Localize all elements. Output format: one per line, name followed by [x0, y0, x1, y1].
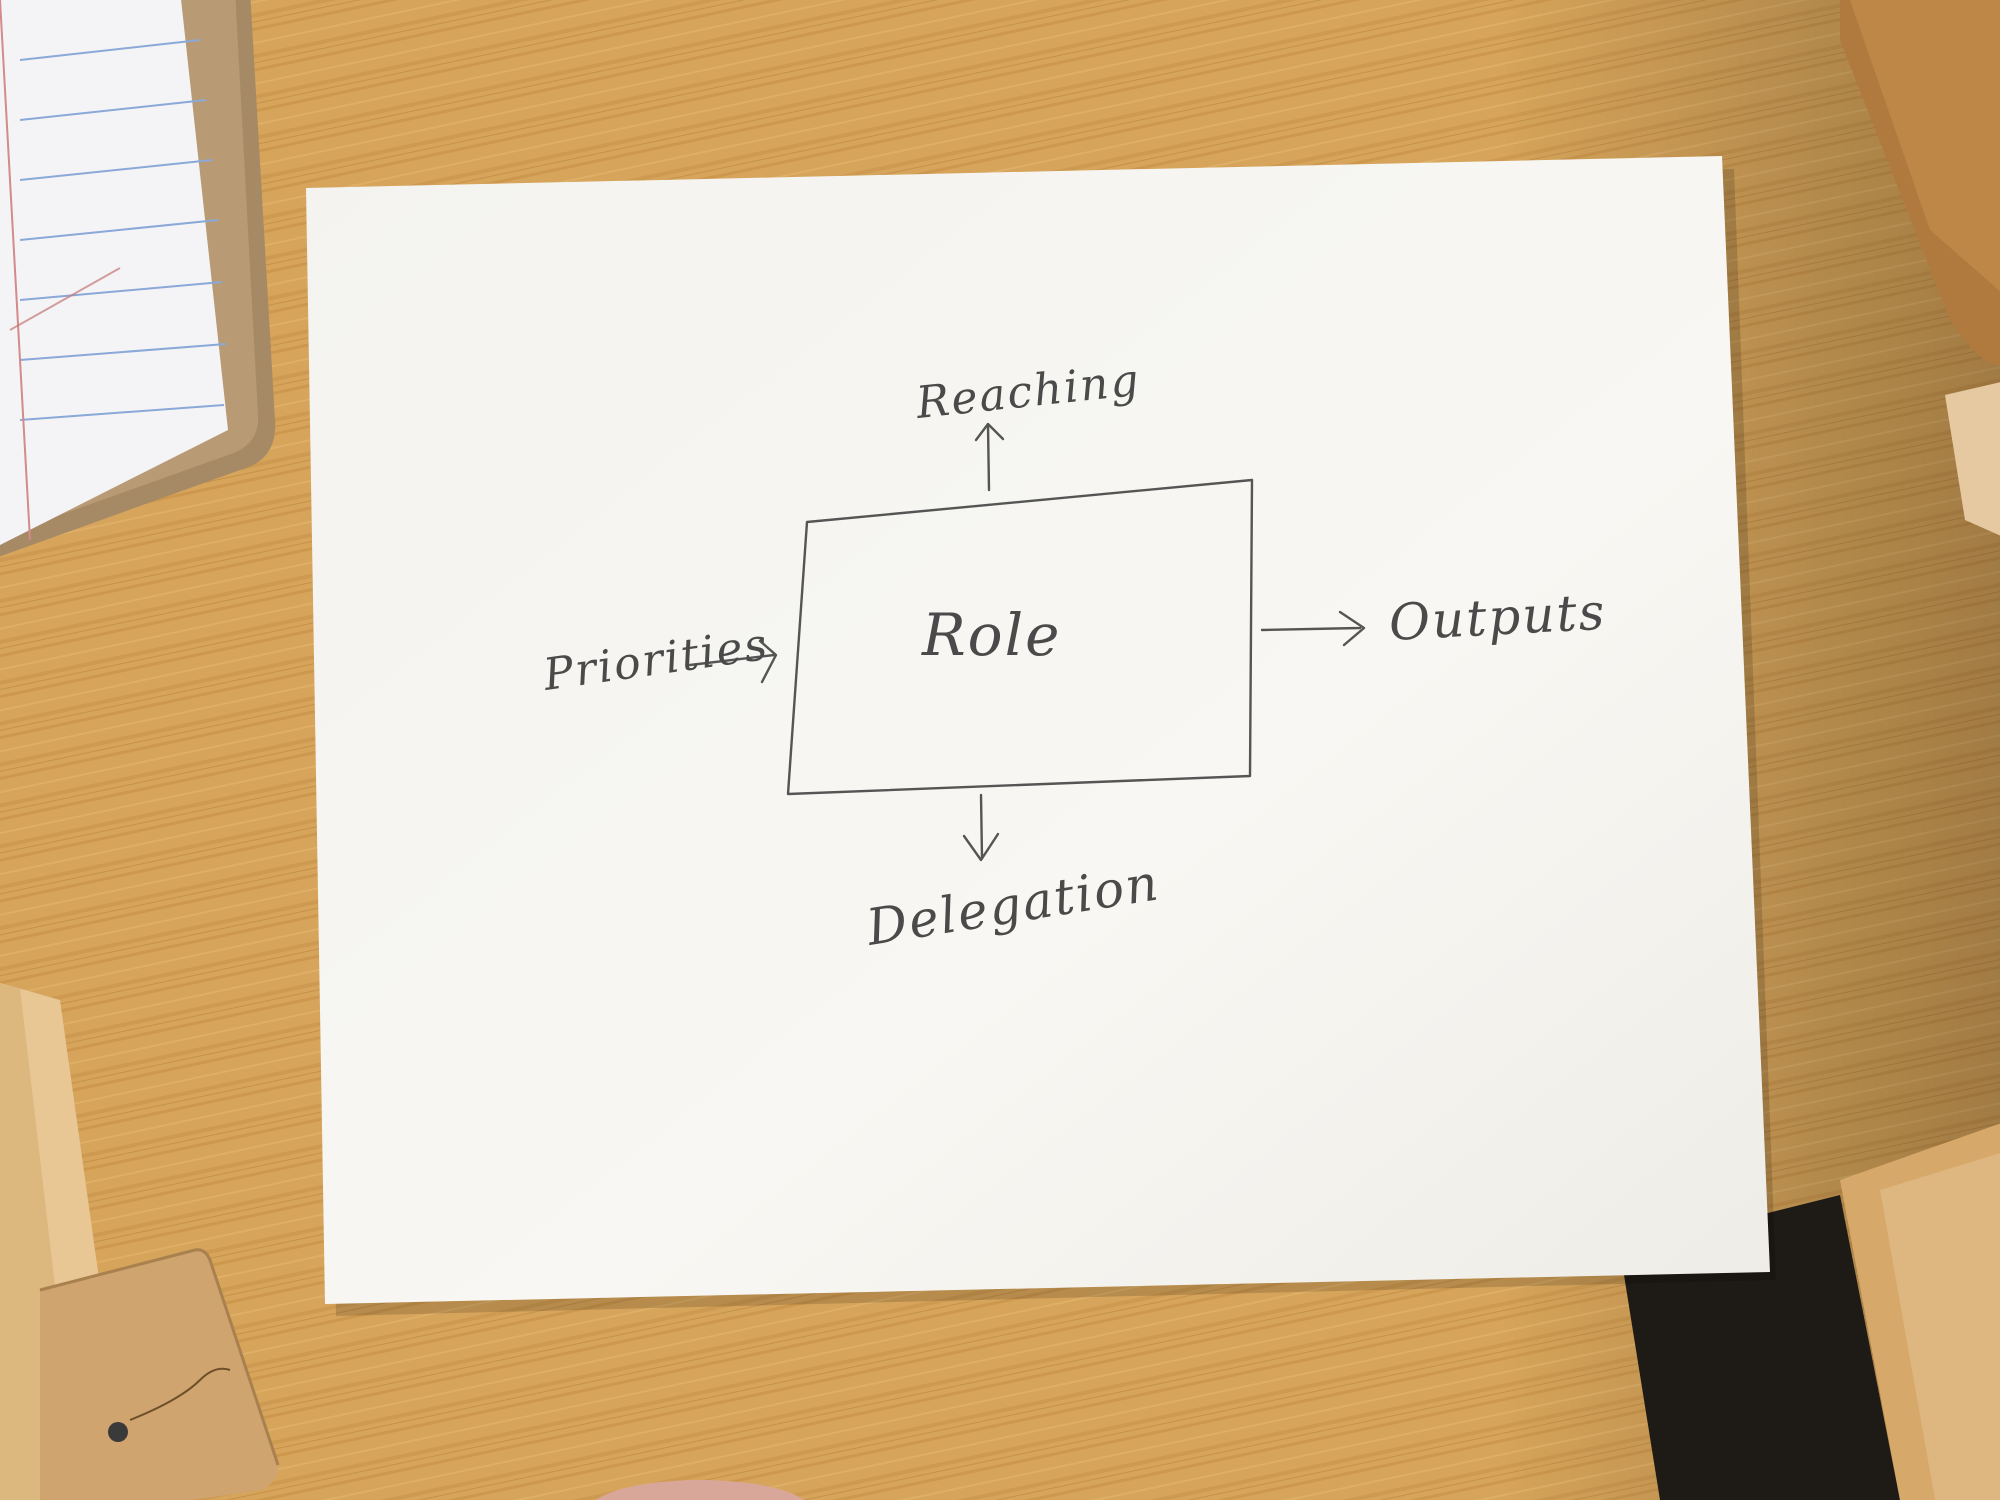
role-label: Role: [921, 601, 1061, 669]
notepad: [0, 0, 228, 545]
paper-sheet: [306, 156, 1776, 1316]
right-arrow-icon-left: [688, 639, 778, 684]
role-box: [786, 478, 1254, 796]
outputs-label: Outputs: [1388, 583, 1608, 652]
wood-block: [1840, 0, 2000, 536]
right-arrow-icon-right: [1260, 610, 1366, 647]
hand: [596, 1480, 804, 1500]
clipboard: [0, 0, 276, 557]
down-arrow-icon: [962, 793, 1000, 862]
screw-icon: [108, 1422, 128, 1442]
up-arrow-icon: [974, 422, 1005, 492]
cardboard-tag: [39, 1248, 280, 1500]
